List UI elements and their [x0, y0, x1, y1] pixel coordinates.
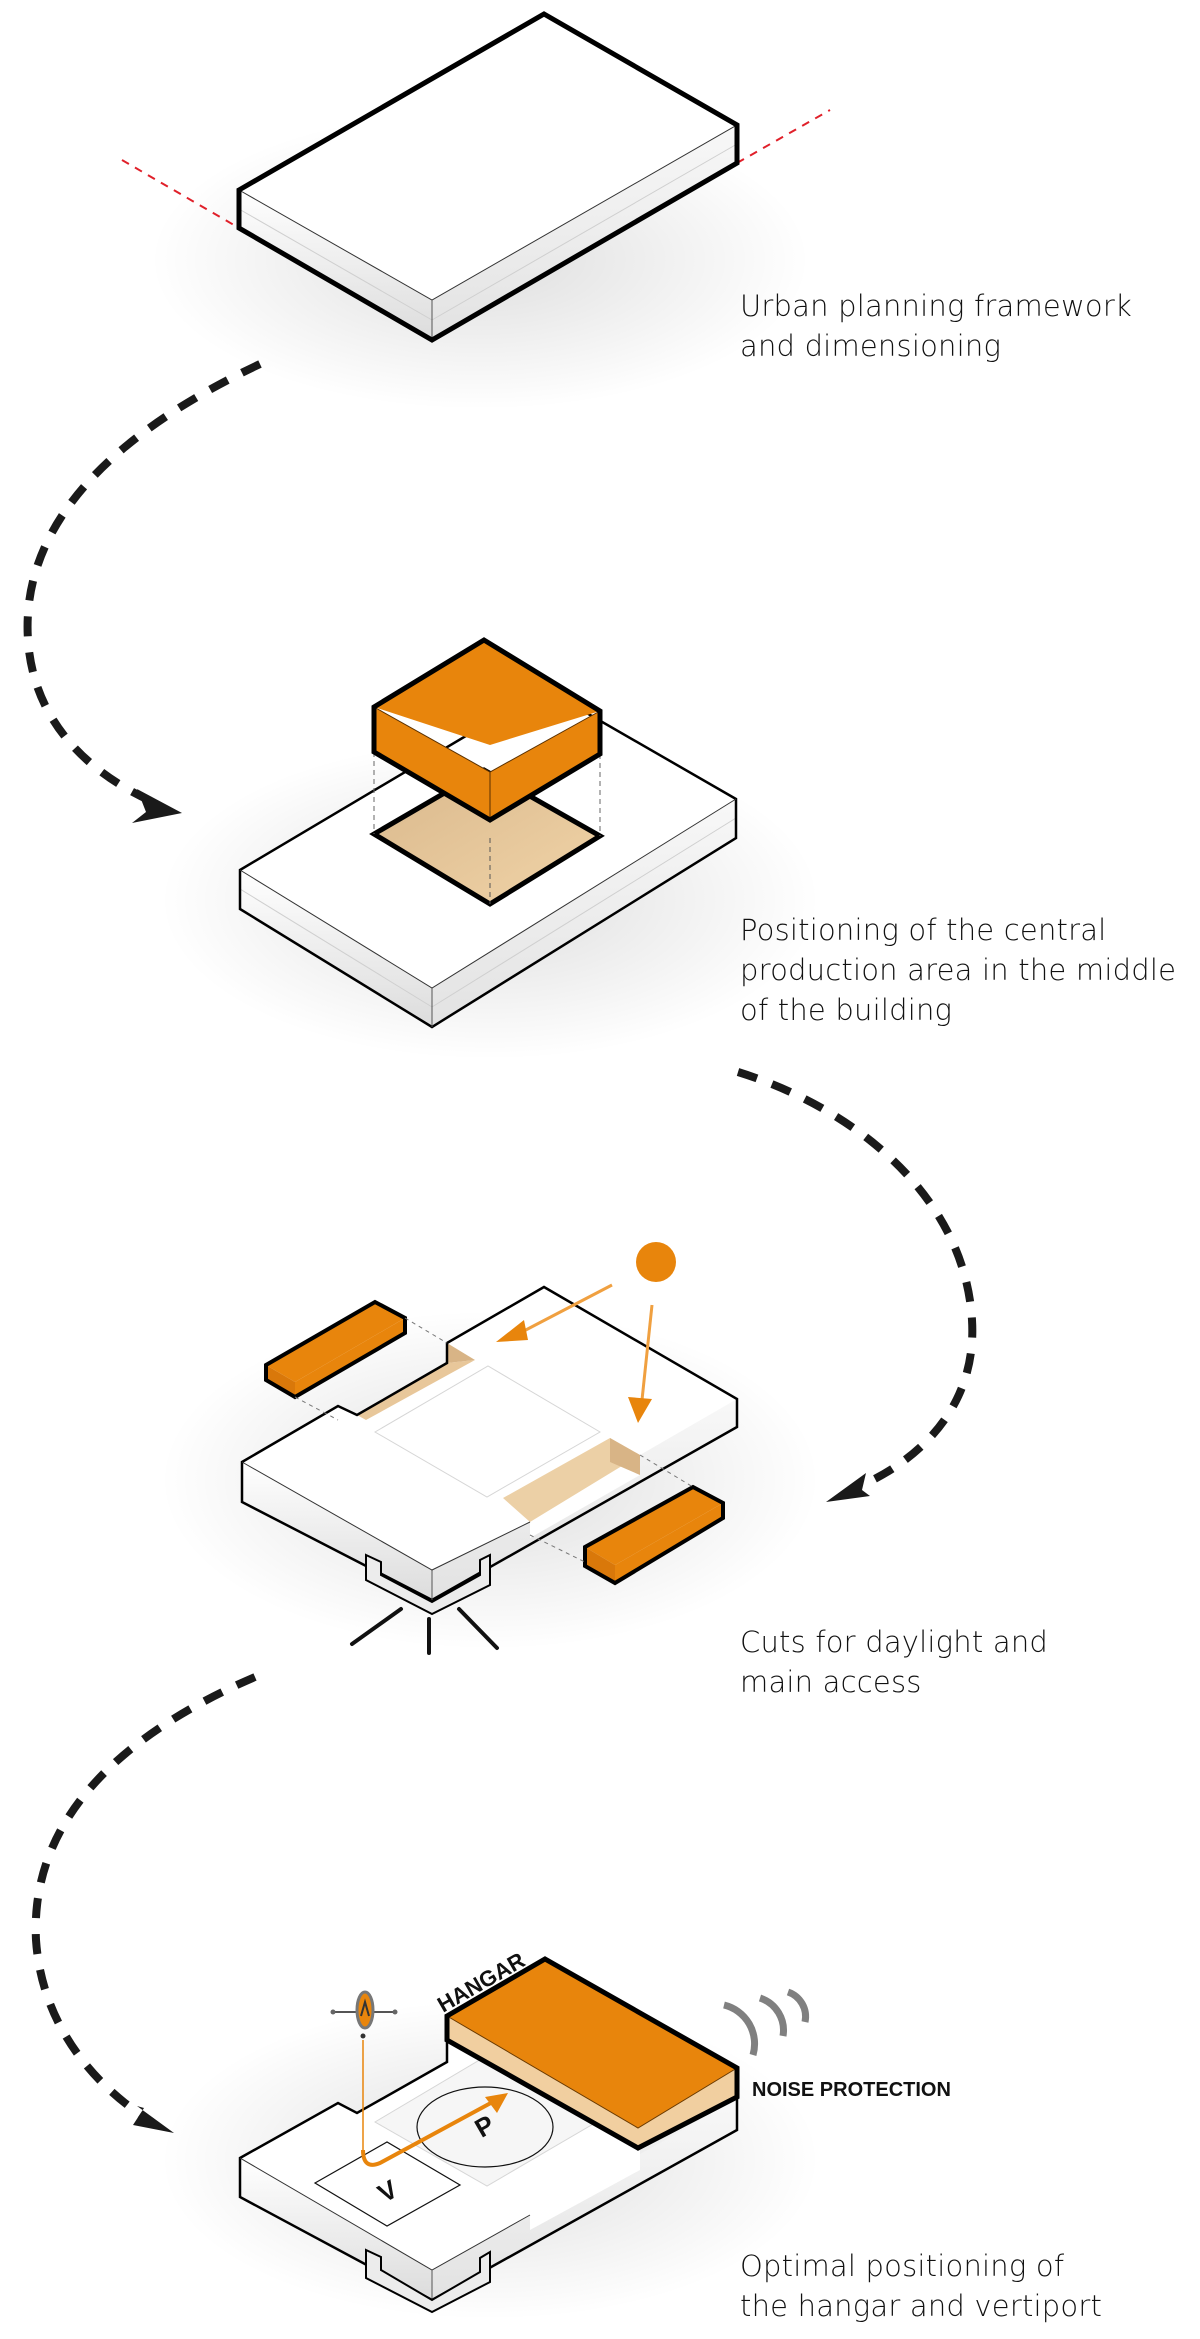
noise-protection-label: NOISE PROTECTION: [752, 2079, 951, 2101]
flow-arrow-2: [736, 1068, 977, 1492]
caption-line: Positioning of the central: [740, 913, 1107, 947]
drone-icon: [330, 1990, 398, 2039]
setback-line-left: [121, 159, 240, 229]
production-volume: [371, 637, 603, 823]
noise-waves-icon: [723, 1988, 810, 2056]
hangar-volume: [444, 1956, 740, 2151]
sunlight-arrows: [496, 1283, 654, 1423]
daylight-block-right: [529, 1454, 725, 1586]
sun-icon: [636, 1242, 676, 1282]
setback-line-right: [736, 109, 831, 164]
caption-line: Optimal positioning of: [740, 2249, 1065, 2283]
step-1-caption: Urban planning framework and dimensionin…: [740, 286, 1132, 366]
caption-line: Urban planning framework: [740, 289, 1132, 323]
flow-arrow-1: [23, 360, 262, 809]
flow-arrowhead-1: [132, 789, 182, 823]
step-4-hangar-vertiport: V P HANGAR: [160, 1947, 951, 2320]
flow-arrowhead-2: [826, 1473, 870, 1502]
step-1-urban-framework: [121, 11, 831, 410]
flow-arrowhead-3: [133, 2106, 174, 2133]
step-3-caption: Cuts for daylight and main access: [740, 1622, 1048, 1702]
caption-line: and dimensioning: [740, 329, 1002, 363]
step-2-caption: Positioning of the central production ar…: [740, 910, 1176, 1030]
main-access-icon: [350, 1607, 499, 1655]
flight-path: [361, 2040, 508, 2167]
caption-line: Cuts for daylight and: [740, 1625, 1049, 1659]
step-2-central-production: [160, 637, 820, 1060]
caption-line: the hangar and vertiport: [740, 2289, 1103, 2323]
daylight-block-left: [264, 1299, 448, 1421]
caption-line: of the building: [740, 993, 953, 1027]
caption-line: production area in the middle: [740, 953, 1177, 987]
building-slab-with-cuts: [240, 1285, 739, 1616]
building-slab: [236, 11, 740, 343]
caption-line: main access: [740, 1665, 922, 1699]
step-3-daylight-cuts: [160, 1242, 820, 1655]
step-4-caption: Optimal positioning of the hangar and ve…: [740, 2246, 1102, 2326]
flow-arrow-3: [31, 1673, 257, 2126]
